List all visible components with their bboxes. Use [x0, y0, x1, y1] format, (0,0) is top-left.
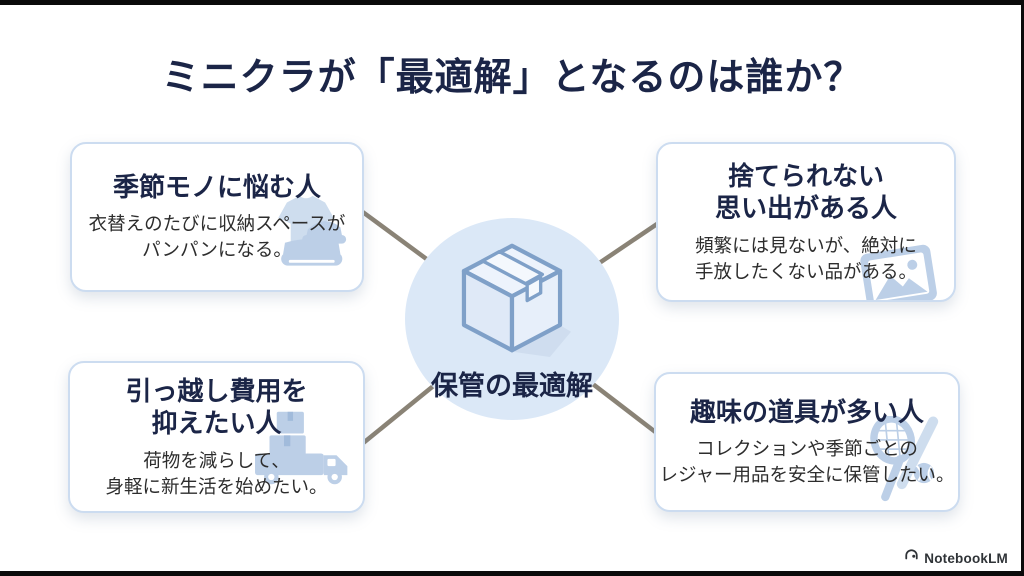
- watermark: NotebookLM: [904, 548, 1008, 568]
- card-body: 衣替えのたびに収納スペースが パンパンになる。: [88, 213, 346, 261]
- watermark-label: NotebookLM: [924, 550, 1008, 566]
- card-body: コレクションや季節ごとの レジャー用品を安全に保管したい。: [659, 438, 955, 486]
- storage-box-icon: [448, 239, 576, 362]
- card-moving-costs: 引っ越し費用を 抑えたい人 荷物を減らして、 身軽に新生活を始めたい。: [68, 361, 365, 513]
- card-title: 引っ越し費用を 抑えたい人: [125, 375, 308, 439]
- card-memories: 捨てられない 思い出がある人 頻繁には見ないが、絶対に 手放したくない品がある。: [656, 142, 956, 302]
- hub-label: 保管の最適解: [431, 371, 593, 401]
- letterbox-top: [0, 0, 1024, 5]
- folded-clothes-icon: [258, 193, 354, 284]
- card-body: 荷物を減らして、 身軽に新生活を始めたい。: [105, 449, 328, 497]
- hub-circle: 保管の最適解: [405, 218, 619, 420]
- photo-icon: [852, 240, 944, 300]
- card-hobby-gear: 趣味の道具が多い人 コレクションや季節ごとの レジャー用品を安全に保管したい。: [654, 372, 960, 512]
- sports-gear-icon: [854, 415, 946, 510]
- card-body: 頻繁には見ないが、絶対に 手放したくない品がある。: [694, 234, 917, 282]
- card-seasonal-items: 季節モノに悩む人 衣替えのたびに収納スペースが パンパンになる。: [70, 142, 364, 292]
- card-title: 捨てられない 思い出がある人: [714, 160, 897, 224]
- card-title: 趣味の道具が多い人: [689, 396, 924, 427]
- notebooklm-icon: [904, 548, 919, 568]
- letterbox-right: [1021, 0, 1024, 576]
- letterbox-bottom: [0, 571, 1024, 576]
- moving-truck-icon: [253, 410, 353, 501]
- page-title: ミニクラが「最適解」となるのは誰か？: [161, 57, 863, 99]
- card-title: 季節モノに悩む人: [112, 171, 321, 202]
